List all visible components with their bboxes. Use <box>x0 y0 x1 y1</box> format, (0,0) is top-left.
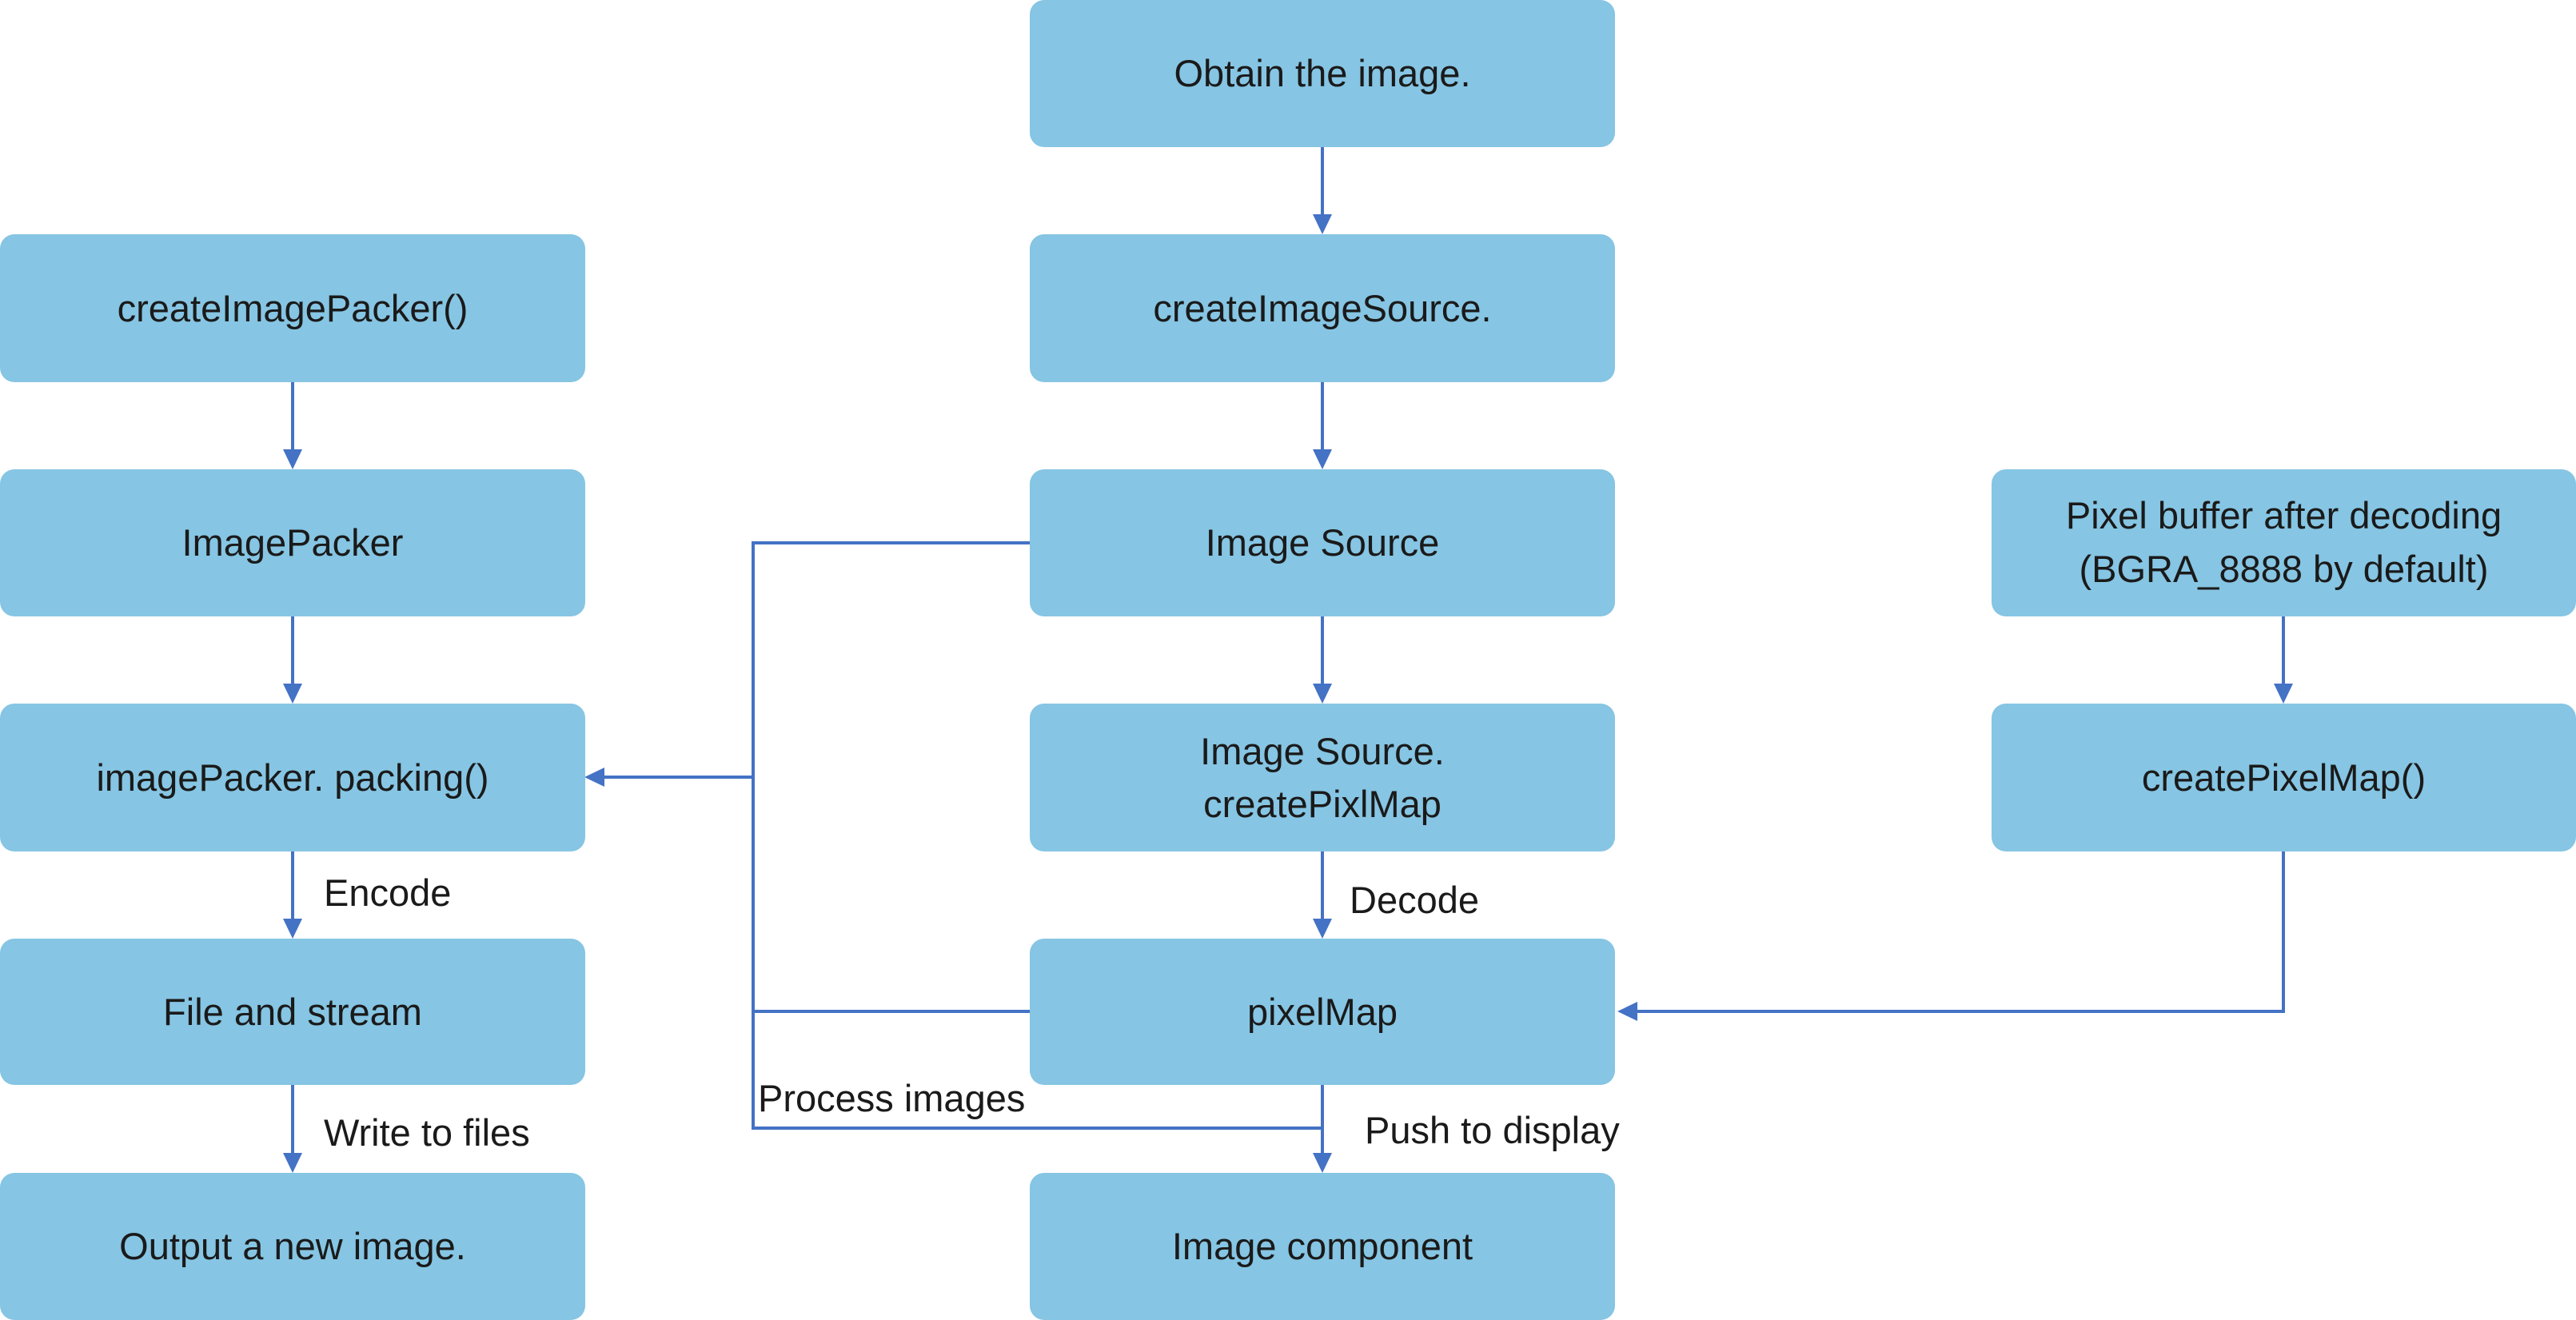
arrow-pixelmap-to-image-component <box>1313 1085 1332 1173</box>
node-image-packer-label: ImagePacker <box>181 521 404 564</box>
node-file-and-stream: File and stream <box>0 939 585 1085</box>
edge-label-encode: Encode <box>324 871 452 914</box>
node-image-source: Image Source <box>1030 469 1615 616</box>
edge-label-process-images: Process images <box>758 1077 1026 1119</box>
node-image-component-label: Image component <box>1171 1225 1473 1268</box>
arrow-bus-to-packing <box>584 768 753 787</box>
node-obtain-image: Obtain the image. <box>1030 0 1615 147</box>
node-file-and-stream-label: File and stream <box>163 990 422 1033</box>
node-image-packer-packing-label: imagePacker. packing() <box>96 756 489 799</box>
node-obtain-image-label: Obtain the image. <box>1174 52 1471 95</box>
edge-label-push-to-display: Push to display <box>1365 1109 1620 1151</box>
arrow-imagesource-to-createpixlmap <box>1313 616 1332 704</box>
arrow-obtain-to-createimagesource <box>1313 147 1332 234</box>
node-pixelmap-label: pixelMap <box>1246 990 1398 1033</box>
node-pixel-buffer-line2: (BGRA_8888 by default) <box>2079 548 2489 590</box>
node-create-pixelmap: createPixelMap() <box>1992 704 2576 851</box>
edge-label-decode: Decode <box>1350 879 1479 921</box>
arrow-packing-to-file-and-stream <box>283 851 302 939</box>
node-image-source-label: Image Source <box>1205 521 1440 564</box>
node-image-source-create-pixlmap-line2: createPixlMap <box>1203 782 1442 825</box>
arrow-createimagesource-to-imagesource <box>1313 382 1332 469</box>
node-pixel-buffer: Pixel buffer after decoding (BGRA_8888 b… <box>1992 469 2576 616</box>
node-create-image-packer: createImagePacker() <box>0 234 585 382</box>
edge-label-write-to-files: Write to files <box>324 1111 530 1154</box>
arrow-imagepacker-to-packing <box>283 616 302 704</box>
node-create-image-packer-label: createImagePacker() <box>117 286 469 329</box>
arrow-createpixelmap-to-pixelmap <box>1617 851 2285 1021</box>
node-image-packer-packing: imagePacker. packing() <box>0 704 585 851</box>
arrow-file-and-stream-to-output <box>283 1085 302 1173</box>
node-create-pixelmap-label: createPixelMap() <box>2141 756 2426 799</box>
node-image-source-create-pixlmap-line1: Image Source. <box>1200 729 1445 772</box>
node-pixel-buffer-line1: Pixel buffer after decoding <box>2065 494 2502 537</box>
node-create-image-source: createImageSource. <box>1030 234 1615 382</box>
node-create-image-source-label: createImageSource. <box>1153 286 1492 329</box>
node-image-component: Image component <box>1030 1173 1615 1320</box>
node-output-new-image-label: Output a new image. <box>119 1225 466 1268</box>
arrow-pixelbuffer-to-createpixelmap <box>2274 616 2293 704</box>
node-image-source-create-pixlmap: Image Source. createPixlMap <box>1030 704 1615 851</box>
node-pixelmap: pixelMap <box>1030 939 1615 1085</box>
node-image-packer: ImagePacker <box>0 469 585 616</box>
connector-bus-vertical <box>752 541 1322 1130</box>
arrow-createimagepacker-to-imagepacker <box>283 382 302 469</box>
arrow-createpixlmap-to-pixelmap <box>1313 851 1332 939</box>
node-output-new-image: Output a new image. <box>0 1173 585 1320</box>
